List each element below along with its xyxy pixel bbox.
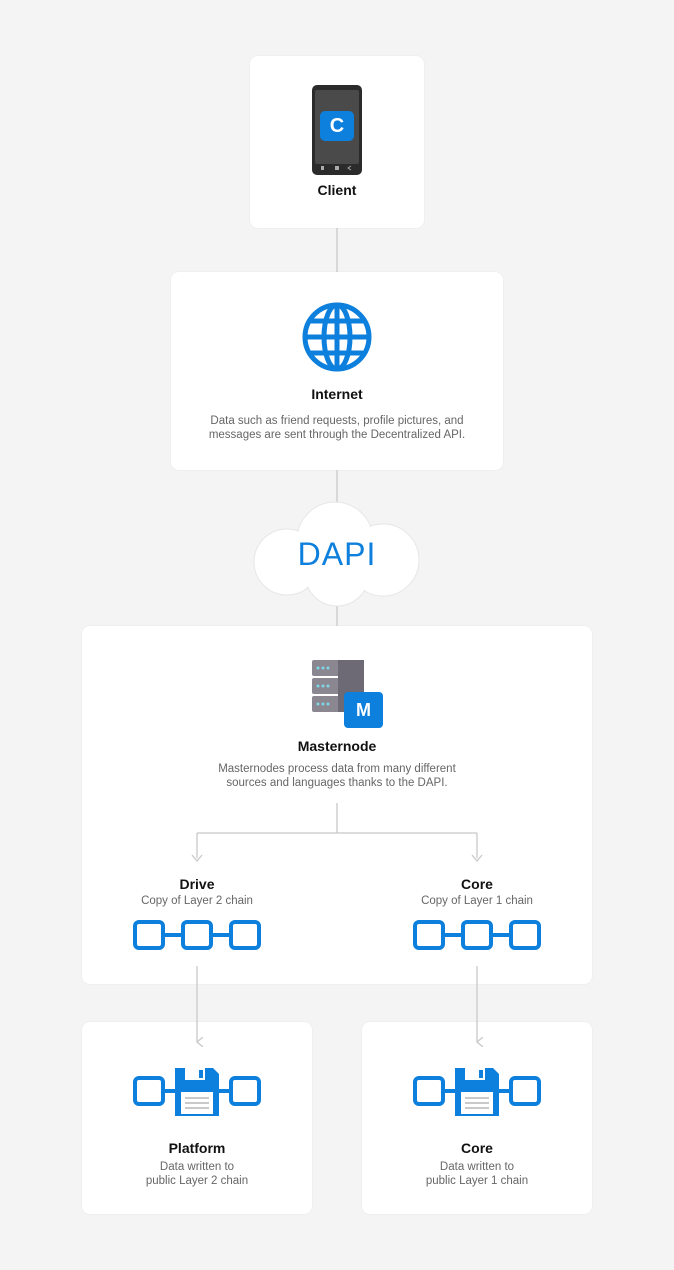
- platform-desc-line1: Data written to: [159, 1161, 235, 1173]
- dapi-label: DAPI: [297, 536, 377, 572]
- internet-title: Internet: [311, 386, 363, 402]
- core-chain-card: Core Data written to public Layer 1 chai…: [362, 1022, 592, 1214]
- platform-floppy-chain-icon: [133, 1068, 261, 1116]
- core-chain-desc: Data written to public Layer 1 chain: [362, 1160, 592, 1188]
- drive-chain-icon: [133, 920, 261, 950]
- masternode-desc: Masternodes process data from many diffe…: [0, 762, 674, 790]
- client-title: Client: [317, 182, 357, 198]
- platform-desc-line2: public Layer 2 chain: [145, 1175, 249, 1187]
- core-chain-icon: [413, 920, 541, 950]
- cloud-icon: [253, 501, 420, 607]
- platform-card: Platform Data written to public Layer 2 …: [82, 1022, 312, 1214]
- core-chain-title: Core: [461, 1140, 493, 1156]
- masternode-title: Masternode: [297, 738, 377, 754]
- core-chain-desc-line2: public Layer 1 chain: [425, 1175, 529, 1187]
- masternode-desc-line1: Masternodes process data from many diffe…: [218, 763, 456, 775]
- client-app-letter: C: [329, 115, 345, 137]
- core-floppy-chain-icon: [413, 1068, 541, 1116]
- drive-desc: Copy of Layer 2 chain: [141, 895, 253, 907]
- core-chain-desc-line1: Data written to: [439, 1161, 515, 1173]
- globe-icon: [302, 302, 372, 372]
- internet-desc-line1: Data such as friend requests, profile pi…: [210, 415, 464, 427]
- platform-title: Platform: [168, 1140, 226, 1156]
- internet-desc: Data such as friend requests, profile pi…: [171, 414, 503, 442]
- drive-title: Drive: [179, 876, 215, 892]
- client-card: C Client: [250, 56, 424, 228]
- masternode-desc-line2: sources and languages thanks to the DAPI…: [226, 777, 448, 789]
- server-icon: [312, 660, 383, 728]
- phone-icon: [312, 85, 362, 175]
- masternode-badge: M: [356, 700, 371, 720]
- platform-desc: Data written to public Layer 2 chain: [82, 1160, 312, 1188]
- internet-desc-line2: messages are sent through the Decentrali…: [208, 429, 466, 441]
- core-desc: Copy of Layer 1 chain: [421, 895, 533, 907]
- core-title: Core: [461, 876, 493, 892]
- internet-card: Internet Data such as friend requests, p…: [171, 272, 503, 470]
